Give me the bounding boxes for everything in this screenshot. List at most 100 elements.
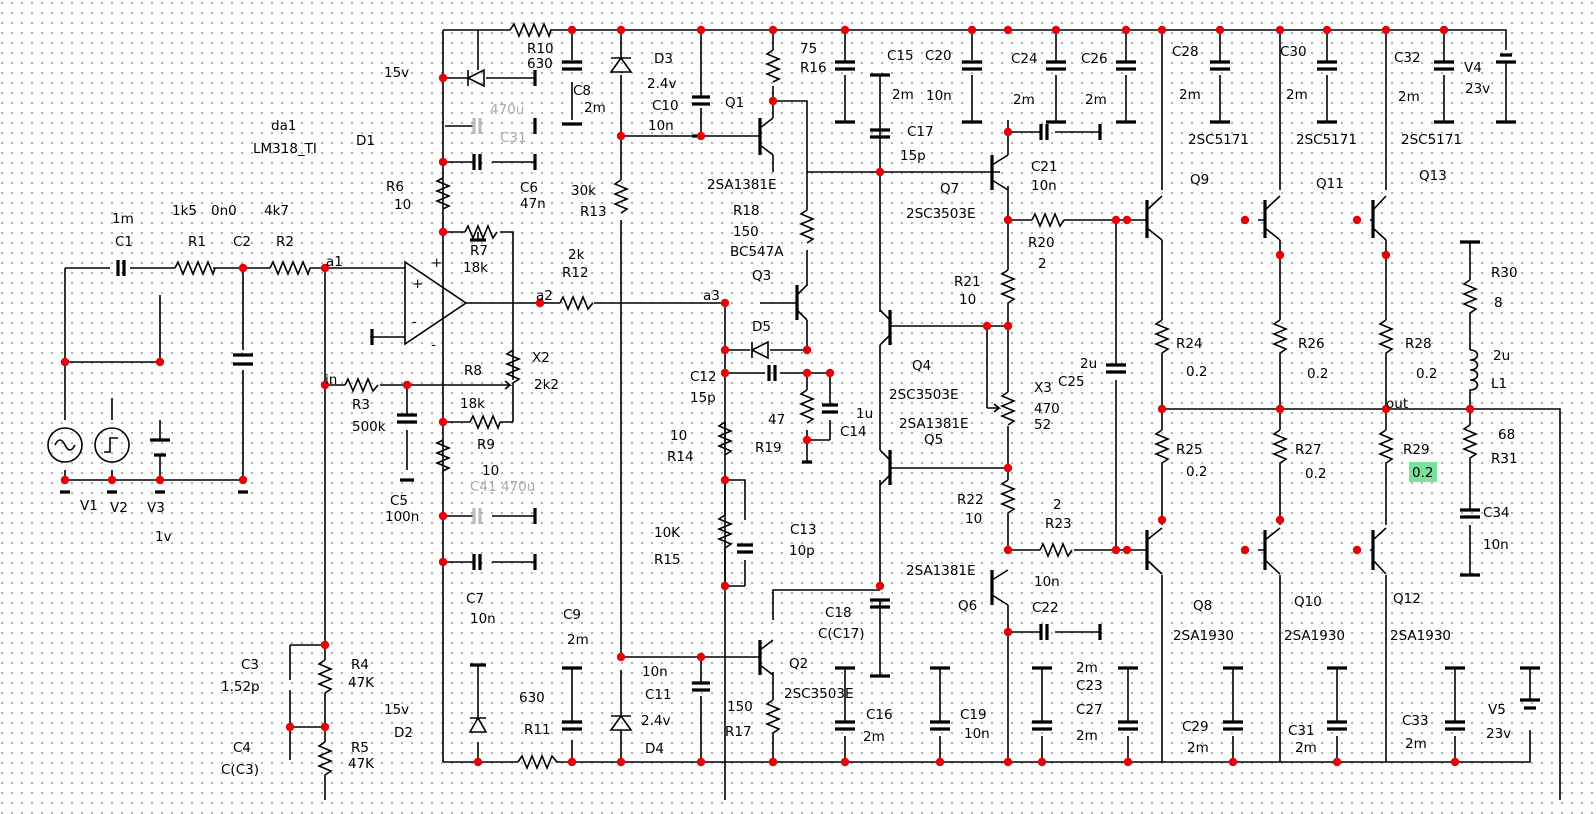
component-label[interactable]: Q12 [1393,591,1421,607]
component-label[interactable]: Q13 [1419,168,1447,184]
component-label[interactable]: 2k [568,247,585,263]
component-label[interactable]: D1 [356,133,375,149]
component-label[interactable]: R6 [386,179,404,195]
component-label[interactable]: 47K [348,675,375,691]
component-label[interactable]: R12 [562,265,589,281]
component-label[interactable]: V5 [1488,702,1506,718]
component-label[interactable]: 10 [965,511,982,527]
component-label[interactable]: R24 [1176,336,1203,352]
component-label[interactable]: C31 [500,130,527,146]
component-label[interactable]: - [412,314,417,330]
component-label[interactable]: 2.4v [647,76,676,92]
component-label[interactable]: Q3 [752,268,771,284]
component-label[interactable]: Q7 [940,181,959,197]
component-label[interactable]: R19 [755,440,782,456]
component-label[interactable]: R29 [1403,442,1430,458]
component-label[interactable]: C(C17) [818,626,865,642]
component-label[interactable]: 10n [926,88,952,104]
component-label[interactable]: 0.2 [1305,466,1326,482]
component-label[interactable]: 23v [1486,726,1511,742]
component-label[interactable]: 2.4v [641,713,670,729]
component-label[interactable]: 2k2 [534,377,559,393]
component-label[interactable]: 2m [1398,89,1420,105]
component-label[interactable]: LM318_TI [253,141,317,157]
component-label[interactable]: 2 [1053,497,1062,513]
component-label[interactable]: 1u [856,406,873,422]
component-label[interactable]: 10 [394,197,411,213]
component-label[interactable]: R8 [464,363,482,379]
component-label[interactable]: C25 [1058,374,1085,390]
component-label[interactable]: C10 [652,98,679,114]
component-label[interactable]: 2m [1286,87,1308,103]
component-label[interactable]: 18k [463,260,488,276]
component-label[interactable]: C14 [840,424,867,440]
component-label[interactable]: 2SA1930 [1173,628,1234,644]
component-label[interactable]: 2SA1930 [1284,628,1345,644]
component-label[interactable]: C3 [241,657,259,673]
component-label[interactable]: 10K [654,525,681,541]
component-label[interactable]: 150 [733,224,759,240]
component-label[interactable]: a1 [326,254,343,270]
component-label[interactable]: 23v [1465,81,1490,97]
component-label[interactable]: R13 [580,204,607,220]
component-label[interactable]: 10n [1483,537,1509,553]
component-label[interactable]: V1 [80,498,98,514]
component-label[interactable]: 2m [584,100,606,116]
component-label[interactable]: 0.2 [1416,366,1437,382]
component-label[interactable]: 2SC3503E [784,686,853,702]
component-label[interactable]: 2SC5171 [1188,132,1249,148]
component-label[interactable]: 10 [670,428,687,444]
component-label[interactable]: R14 [667,449,694,465]
component-label[interactable]: 10n [1034,574,1060,590]
component-label[interactable]: Q9 [1190,172,1209,188]
component-label[interactable]: R18 [733,203,760,219]
component-label[interactable]: 0.2 [1307,366,1328,382]
component-label[interactable]: 10n [470,611,496,627]
component-label[interactable]: D2 [394,725,413,741]
component-label[interactable]: Q5 [924,432,943,448]
component-label[interactable]: 15v [384,702,409,718]
component-label[interactable]: R25 [1176,442,1203,458]
component-label[interactable]: 470 [1034,401,1060,417]
component-label[interactable]: R16 [800,60,827,76]
component-label[interactable]: 470u [490,102,524,118]
component-label[interactable]: R5 [351,740,369,756]
component-label[interactable]: 0n0 [211,203,237,219]
component-label[interactable]: 2m [1085,92,1107,108]
component-label[interactable]: - [431,337,436,353]
component-label[interactable]: C17 [907,124,934,140]
component-label[interactable]: C41 [470,479,497,495]
component-label[interactable]: Q10 [1294,594,1322,610]
component-label[interactable]: C1 [115,234,133,250]
component-label[interactable]: C7 [466,591,484,607]
component-label[interactable]: C33 [1402,713,1429,729]
component-label[interactable]: 2SA1381E [899,416,969,432]
component-label[interactable]: C8 [573,83,591,99]
component-label[interactable]: BC547A [730,244,784,260]
component-label[interactable]: 52 [1034,417,1051,433]
component-label[interactable]: 2m [1076,660,1098,676]
component-label[interactable]: D5 [752,319,771,335]
component-label[interactable]: Q2 [789,656,808,672]
component-label[interactable]: 75 [800,41,817,57]
component-label[interactable]: 68 [1498,427,1515,443]
component-label[interactable]: 10n [648,118,674,134]
component-label[interactable]: C19 [960,707,987,723]
component-label[interactable]: R9 [477,437,495,453]
component-label[interactable]: 10n [642,664,668,680]
component-label[interactable]: 630 [527,56,553,72]
component-label[interactable]: 30k [571,183,596,199]
component-label[interactable]: V3 [147,500,165,516]
component-label[interactable]: Q6 [958,598,977,614]
component-label[interactable]: L1 [1491,376,1507,392]
component-label[interactable]: C29 [1182,719,1209,735]
component-label[interactable]: + [431,255,442,271]
component-label[interactable]: 10n [1031,178,1057,194]
component-label[interactable]: C22 [1032,600,1059,616]
component-label[interactable]: C30 [1280,44,1307,60]
component-label[interactable]: 47K [348,756,375,772]
component-label[interactable]: 2m [1187,740,1209,756]
component-label[interactable]: C2 [233,234,251,250]
